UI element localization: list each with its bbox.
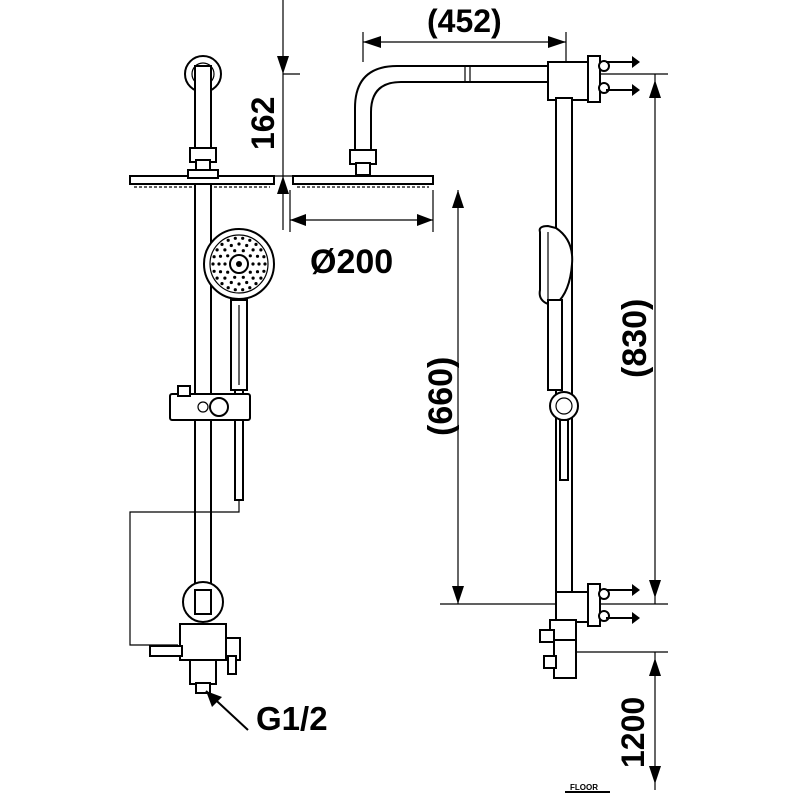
dim-head-diameter-label: Ø200: [310, 243, 393, 281]
side-view: [292, 55, 640, 679]
dim-head-drop-label: 162: [245, 97, 281, 150]
side-top-tee: [547, 61, 591, 101]
dim-head-diameter: [289, 190, 434, 232]
front-hand-shower: [203, 228, 275, 501]
side-slider-bracket: [549, 391, 579, 421]
side-mixer-body: [539, 619, 577, 679]
inlet-label: G1/2: [256, 700, 328, 737]
front-upper-pipe: [194, 65, 212, 151]
side-bottom-screws: [606, 584, 640, 624]
floor-label: FLOOR: [570, 783, 598, 792]
front-diverter-body: [149, 623, 241, 694]
dim-total-height-label: (830): [616, 299, 654, 378]
dim-mount-height: [565, 651, 668, 793]
dim-arm-reach: [362, 32, 567, 62]
side-overhead-head: [292, 175, 434, 188]
front-view: G1/2: [129, 55, 328, 737]
dim-head-drop: [275, 0, 300, 230]
side-bottom-tee: [555, 591, 591, 623]
side-overhead-arm: [354, 65, 552, 152]
side-top-screws: [606, 56, 640, 96]
front-hose-loop: [129, 500, 240, 646]
side-hand-shower: [538, 224, 574, 391]
inlet-leader: [205, 690, 249, 731]
dim-head-to-mount: [440, 190, 556, 605]
dim-head-to-mount-label: (660): [422, 357, 460, 436]
dim-mount-height-label: 1200: [615, 697, 651, 768]
dim-arm-reach-label: (452): [427, 3, 502, 39]
dim-total-height: [600, 73, 668, 605]
front-slider-bracket: [169, 385, 251, 421]
